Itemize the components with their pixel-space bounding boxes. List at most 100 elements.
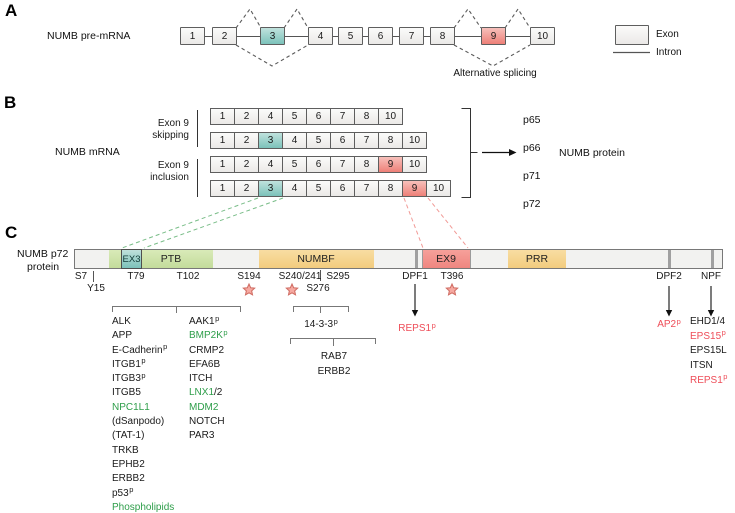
site-label-S295: S295 bbox=[326, 271, 350, 282]
group-label-line: Exon 9 bbox=[157, 118, 189, 129]
mrna-exon-cell-10: 10 bbox=[402, 132, 427, 149]
list-item-1433: 14-3-3p bbox=[304, 316, 338, 331]
pre-mrna-exon-4: 4 bbox=[308, 27, 333, 45]
list-item-EPS15: EPS15p bbox=[690, 328, 726, 342]
list-item-BMP2K: BMP2Kp bbox=[189, 327, 228, 342]
prr-domain-label: PRR bbox=[525, 253, 549, 265]
legend-intron-label: Intron bbox=[656, 47, 682, 58]
mrna-exon-cell-10: 10 bbox=[426, 180, 451, 197]
site-label-S276: S276 bbox=[306, 283, 330, 294]
list-item-APP: APP bbox=[112, 330, 133, 342]
mrna-exon-cell-9: 9 bbox=[378, 156, 403, 173]
list-item-TRKB: TRKB bbox=[112, 444, 139, 456]
exon9-domain-connector bbox=[403, 197, 469, 249]
numbf-domain-label: NUMBF bbox=[297, 253, 335, 265]
numb-protein-label: NUMB protein bbox=[559, 147, 625, 159]
phospho-star-icons bbox=[242, 282, 459, 296]
mrna-exon-cell-8: 8 bbox=[354, 156, 379, 173]
ex3-domain-segment: EX3 bbox=[121, 249, 142, 269]
mrna-exon-cell-6: 6 bbox=[330, 180, 355, 197]
pre-mrna-exon-2: 2 bbox=[212, 27, 237, 45]
list-item-EPS15L: EPS15L bbox=[690, 345, 727, 357]
mrna-exon-cell-5: 5 bbox=[306, 180, 331, 197]
mrna-exon-cell-9: 9 bbox=[402, 180, 427, 197]
dpf2-motif-tick bbox=[668, 250, 671, 268]
pre-mrna-exon-1: 1 bbox=[180, 27, 205, 45]
list-item-NPC1L1: NPC1L1 bbox=[112, 401, 150, 413]
list-item-EPHB2: EPHB2 bbox=[112, 458, 145, 470]
list-item-ITGB5: ITGB5 bbox=[112, 387, 141, 399]
mrna-exon-cell-10: 10 bbox=[378, 108, 403, 125]
site-label-T102: T102 bbox=[176, 271, 200, 282]
list-item-ITGB1: ITGB1p bbox=[112, 356, 146, 370]
pre-mrna-exon-3: 3 bbox=[260, 27, 285, 45]
list-item-REPS1: REPS1p bbox=[398, 320, 436, 335]
isoform-bracket bbox=[461, 108, 478, 198]
site-label-S7: S7 bbox=[74, 271, 88, 282]
isoform-label-p66: p66 bbox=[523, 142, 541, 154]
pre-mrna-exon-8: 8 bbox=[430, 27, 455, 45]
mrna-exon-cell-7: 7 bbox=[330, 156, 355, 173]
site-label-S194: S194 bbox=[237, 271, 261, 282]
site-label-DPF2: DPF2 bbox=[656, 271, 682, 282]
site-label-Y15: Y15 bbox=[87, 283, 105, 294]
pre-mrna-exon-7: 7 bbox=[399, 27, 424, 45]
mrna-exon-cell-8: 8 bbox=[378, 180, 403, 197]
list-item-EFA6B: EFA6B bbox=[189, 358, 221, 370]
list-item-LNX1: LNX1/2 bbox=[189, 387, 223, 399]
mrna-exon-cell-2: 2 bbox=[234, 156, 259, 173]
list-item-NOTCH: NOTCH bbox=[189, 416, 225, 428]
mrna-exon-cell-4: 4 bbox=[282, 132, 307, 149]
site-label-S240-241: S240/241 bbox=[278, 271, 322, 282]
list-item-ECadherin: E-Cadherinp bbox=[112, 342, 168, 356]
isoform-label-p71: p71 bbox=[523, 170, 541, 182]
mrna-exon-cell-5: 5 bbox=[306, 132, 331, 149]
ex9-domain-label: EX9 bbox=[436, 253, 456, 265]
list-item-MDM2: MDM2 bbox=[189, 401, 219, 413]
list-item-AP2: AP2p bbox=[657, 316, 681, 331]
isoform-label-p65: p65 bbox=[523, 114, 541, 126]
site-label-DPF1: DPF1 bbox=[402, 271, 428, 282]
list-item-ITGB3: ITGB3p bbox=[112, 370, 146, 385]
list-item-PAR3: PAR3 bbox=[189, 430, 215, 442]
list-item-ERBB2: ERBB2 bbox=[112, 473, 145, 485]
exon9-inclusion-label: Exon 9 inclusion bbox=[118, 160, 189, 185]
protein-title-line2: protein bbox=[27, 261, 60, 273]
prr-domain-segment bbox=[508, 250, 566, 268]
exon9-skipping-label: Exon 9 skipping bbox=[118, 118, 189, 143]
splice-path-exon3 bbox=[235, 7, 309, 67]
mrna-exon-cell-5: 5 bbox=[282, 156, 307, 173]
pre-mrna-exon-6: 6 bbox=[368, 27, 393, 45]
exon3-domain-connector bbox=[121, 197, 284, 249]
mrna-exon-cell-7: 7 bbox=[354, 180, 379, 197]
list-item-p53: p53p bbox=[112, 485, 134, 499]
list-item-REPS1: REPS1p bbox=[690, 372, 728, 386]
mrna-exon-cell-2: 2 bbox=[234, 108, 259, 125]
mrna-exon-cell-7: 7 bbox=[330, 108, 355, 125]
site-label-NPF: NPF bbox=[701, 271, 721, 282]
dpf2-interactor: AP2p bbox=[657, 316, 681, 332]
mrna-exon-cell-1: 1 bbox=[210, 180, 235, 197]
dpf1-interactor: REPS1p bbox=[398, 320, 436, 336]
motif-arrows bbox=[414, 284, 712, 310]
list-item-EHD14: EHD1/4 bbox=[690, 316, 726, 327]
mrna-exon-cell-7: 7 bbox=[354, 132, 379, 149]
pre-mrna-title: NUMB pre-mRNA bbox=[47, 30, 131, 42]
list-item-dSanpodo: (dSanpodo) bbox=[112, 416, 165, 428]
site-label-T396: T396 bbox=[440, 271, 464, 282]
panel-c-letter: C bbox=[5, 223, 18, 242]
mrna-exon-cell-1: 1 bbox=[210, 132, 235, 149]
list-item-TAT1: (TAT-1) bbox=[112, 430, 145, 442]
site-label-T79: T79 bbox=[127, 271, 145, 282]
panel-a-letter: A bbox=[5, 1, 18, 20]
mrna-exon-cell-3: 3 bbox=[258, 132, 283, 149]
npf-motif-tick bbox=[711, 250, 714, 268]
